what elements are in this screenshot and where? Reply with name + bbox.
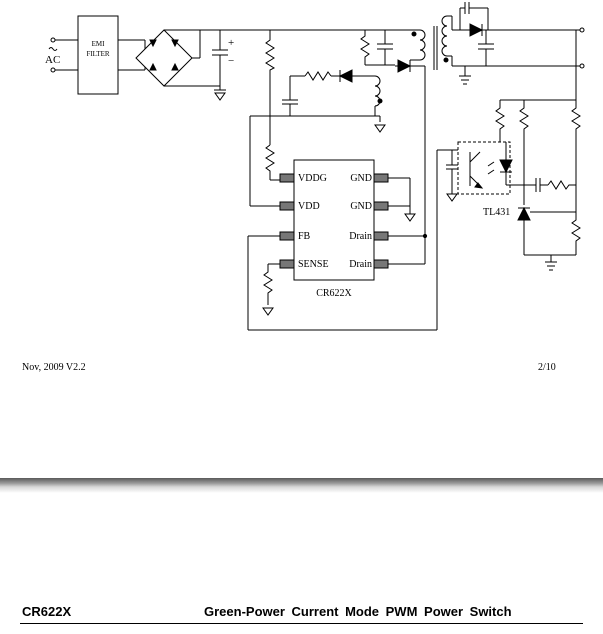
ac-label: AC xyxy=(45,54,60,66)
secondary-output xyxy=(451,2,585,101)
header-part-number: CR622X xyxy=(22,604,72,619)
pin-sense: SENSE xyxy=(298,259,329,270)
header-title: Green-Power Current Mode PWM Power Switc… xyxy=(204,604,512,619)
page-separator xyxy=(0,478,603,493)
pin-gnd-1: GND xyxy=(350,173,372,184)
pin-gnd-2: GND xyxy=(350,201,372,212)
emi-label-line2: FILTER xyxy=(86,50,109,58)
pin-vdd: VDD xyxy=(298,201,320,212)
feedback-network: TL431 xyxy=(483,100,581,271)
application-circuit-schematic: AC EMI FILTER + − xyxy=(45,2,585,331)
footer-date-version: Nov, 2009 V2.2 xyxy=(22,362,86,373)
ac-source: AC xyxy=(45,37,78,73)
emi-filter-block: EMI FILTER xyxy=(77,15,132,95)
bulk-capacitor: + − xyxy=(200,29,270,101)
pin-drain-1: Drain xyxy=(349,231,372,242)
startup-resistor xyxy=(265,29,410,181)
controller-ic: VDDG VDD FB SENSE GND GND Drain Drain CR… xyxy=(279,159,389,299)
cap-minus-label: − xyxy=(228,55,234,67)
transformer xyxy=(410,15,452,236)
auxiliary-winding xyxy=(282,69,386,133)
opto-coupler xyxy=(446,141,513,202)
chip-name: CR622X xyxy=(316,288,352,299)
footer-page-number: 2/10 xyxy=(538,362,556,373)
bridge-rectifier xyxy=(132,29,220,87)
emi-label-line1: EMI xyxy=(92,40,106,48)
cap-plus-label: + xyxy=(228,37,234,49)
tl431-label: TL431 xyxy=(483,207,510,218)
pin-vddg: VDDG xyxy=(298,173,327,184)
snubber-network xyxy=(360,30,425,73)
ic-wiring xyxy=(247,115,458,331)
header-rule xyxy=(20,623,583,624)
pin-fb: FB xyxy=(298,231,311,242)
pin-drain-2: Drain xyxy=(349,259,372,270)
